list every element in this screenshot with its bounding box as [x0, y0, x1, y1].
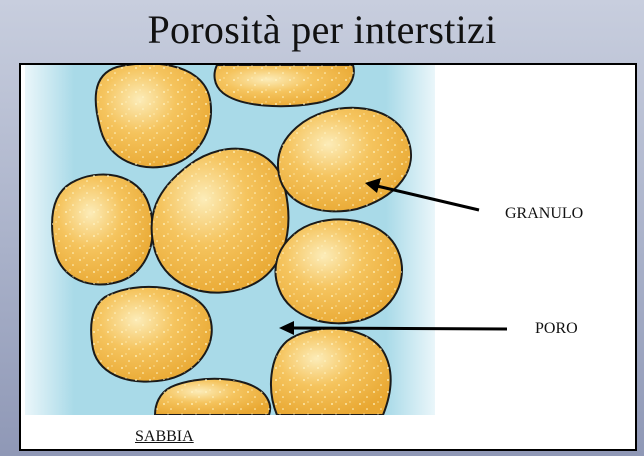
- grain-top-left: [96, 65, 211, 167]
- grain-right-middle: [275, 219, 402, 323]
- caption-strip: [21, 415, 635, 449]
- pore-diagram: [21, 65, 635, 449]
- material-label: SABBIA: [135, 428, 194, 446]
- grain-right-lower: [271, 329, 391, 415]
- pore-label: PORO: [535, 320, 578, 338]
- grain-left-lower: [91, 287, 212, 382]
- grain-left-middle: [52, 174, 153, 284]
- diagram-panel: GRANULO PORO SABBIA: [19, 63, 637, 451]
- slide-title: Porosità per interstizi: [0, 6, 644, 53]
- grain-label: GRANULO: [505, 205, 583, 223]
